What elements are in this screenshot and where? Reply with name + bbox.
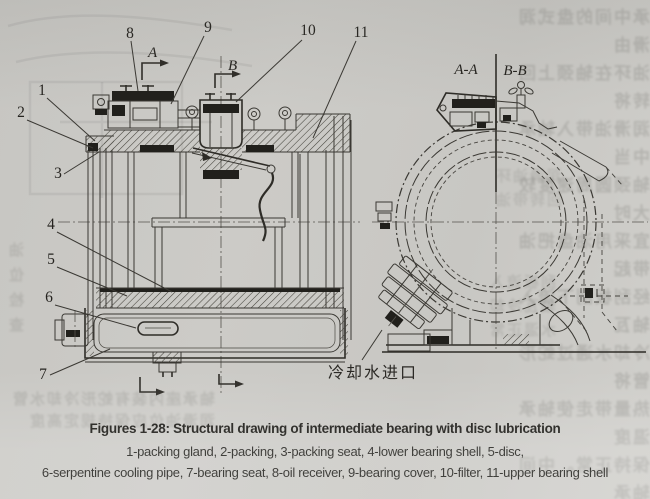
section-cut-arrows <box>139 59 244 396</box>
callout-number-9: 9 <box>204 19 212 36</box>
callout-number-4: 4 <box>47 216 55 233</box>
figure-parts-list-line2: 6-serpentine cooling pipe, 7-bearing sea… <box>41 465 609 480</box>
side-section-view: A B <box>54 45 360 396</box>
callout-number-8: 8 <box>126 25 134 42</box>
figure-caption-title: Figures 1-28: Structural drawing of inte… <box>89 421 561 436</box>
callout-number-6: 6 <box>45 289 53 306</box>
serpentine-cooling-pipe <box>137 321 179 336</box>
figure-parts-list-line1: 1-packing gland, 2-packing, 3-packing se… <box>126 444 524 459</box>
lower-bearing-shell <box>96 287 344 309</box>
section-arrow-label-a: A <box>147 45 158 61</box>
callout-number-7: 7 <box>39 366 47 383</box>
callout-number-10: 10 <box>300 22 316 39</box>
cross-section-view: 冷却水进口 A-A B-B <box>328 54 648 382</box>
cooling-water-inlet-label: 冷却水进口 <box>328 363 418 382</box>
callout-number-5: 5 <box>47 251 55 268</box>
figure-caption: Figures 1-28: Structural drawing of inte… <box>0 421 650 486</box>
section-label-b-b: B-B <box>503 63 526 79</box>
top-cover-assembly <box>436 92 497 132</box>
bearing-seat <box>54 308 348 377</box>
cooling-inlet-leader-line <box>361 329 383 361</box>
disc <box>127 152 299 288</box>
callout-number-11: 11 <box>354 24 369 41</box>
side-bracket <box>551 140 628 334</box>
section-arrow-label-b: B <box>228 58 237 74</box>
callout-number-2: 2 <box>17 104 25 121</box>
callout-numbers: 1 2 3 4 5 6 7 8 9 10 11 <box>17 19 368 383</box>
callout-leader-lines <box>26 35 357 376</box>
callout-number-1: 1 <box>38 82 46 99</box>
eye-bolts <box>185 105 292 130</box>
vent-fitting <box>495 81 558 130</box>
pedestal-base <box>375 201 646 353</box>
bearing-ring-circles <box>395 121 597 323</box>
cooling-water-inlet-fitting <box>378 255 453 330</box>
section-label-a-a: A-A <box>453 62 478 78</box>
callout-number-3: 3 <box>54 165 62 182</box>
bearing-structural-drawing: A B <box>17 19 648 396</box>
upper-bearing-shell <box>104 113 351 153</box>
oil-scraper-and-pipe <box>191 147 276 242</box>
filter <box>199 93 243 179</box>
bearing-cover-assembly <box>92 85 200 129</box>
